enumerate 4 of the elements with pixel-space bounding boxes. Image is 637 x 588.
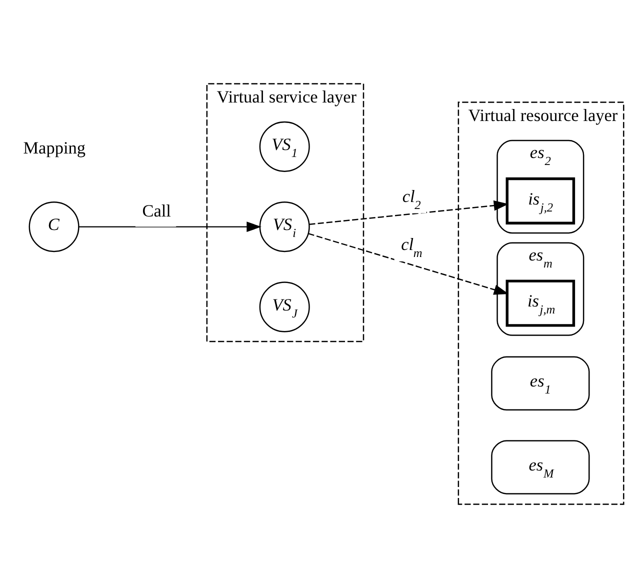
edge-label: Call bbox=[142, 202, 171, 221]
label: Mapping bbox=[23, 138, 86, 158]
edge-label: cl$_{2}$ bbox=[402, 186, 421, 212]
edge-label: cl$_{m}$ bbox=[401, 234, 422, 260]
